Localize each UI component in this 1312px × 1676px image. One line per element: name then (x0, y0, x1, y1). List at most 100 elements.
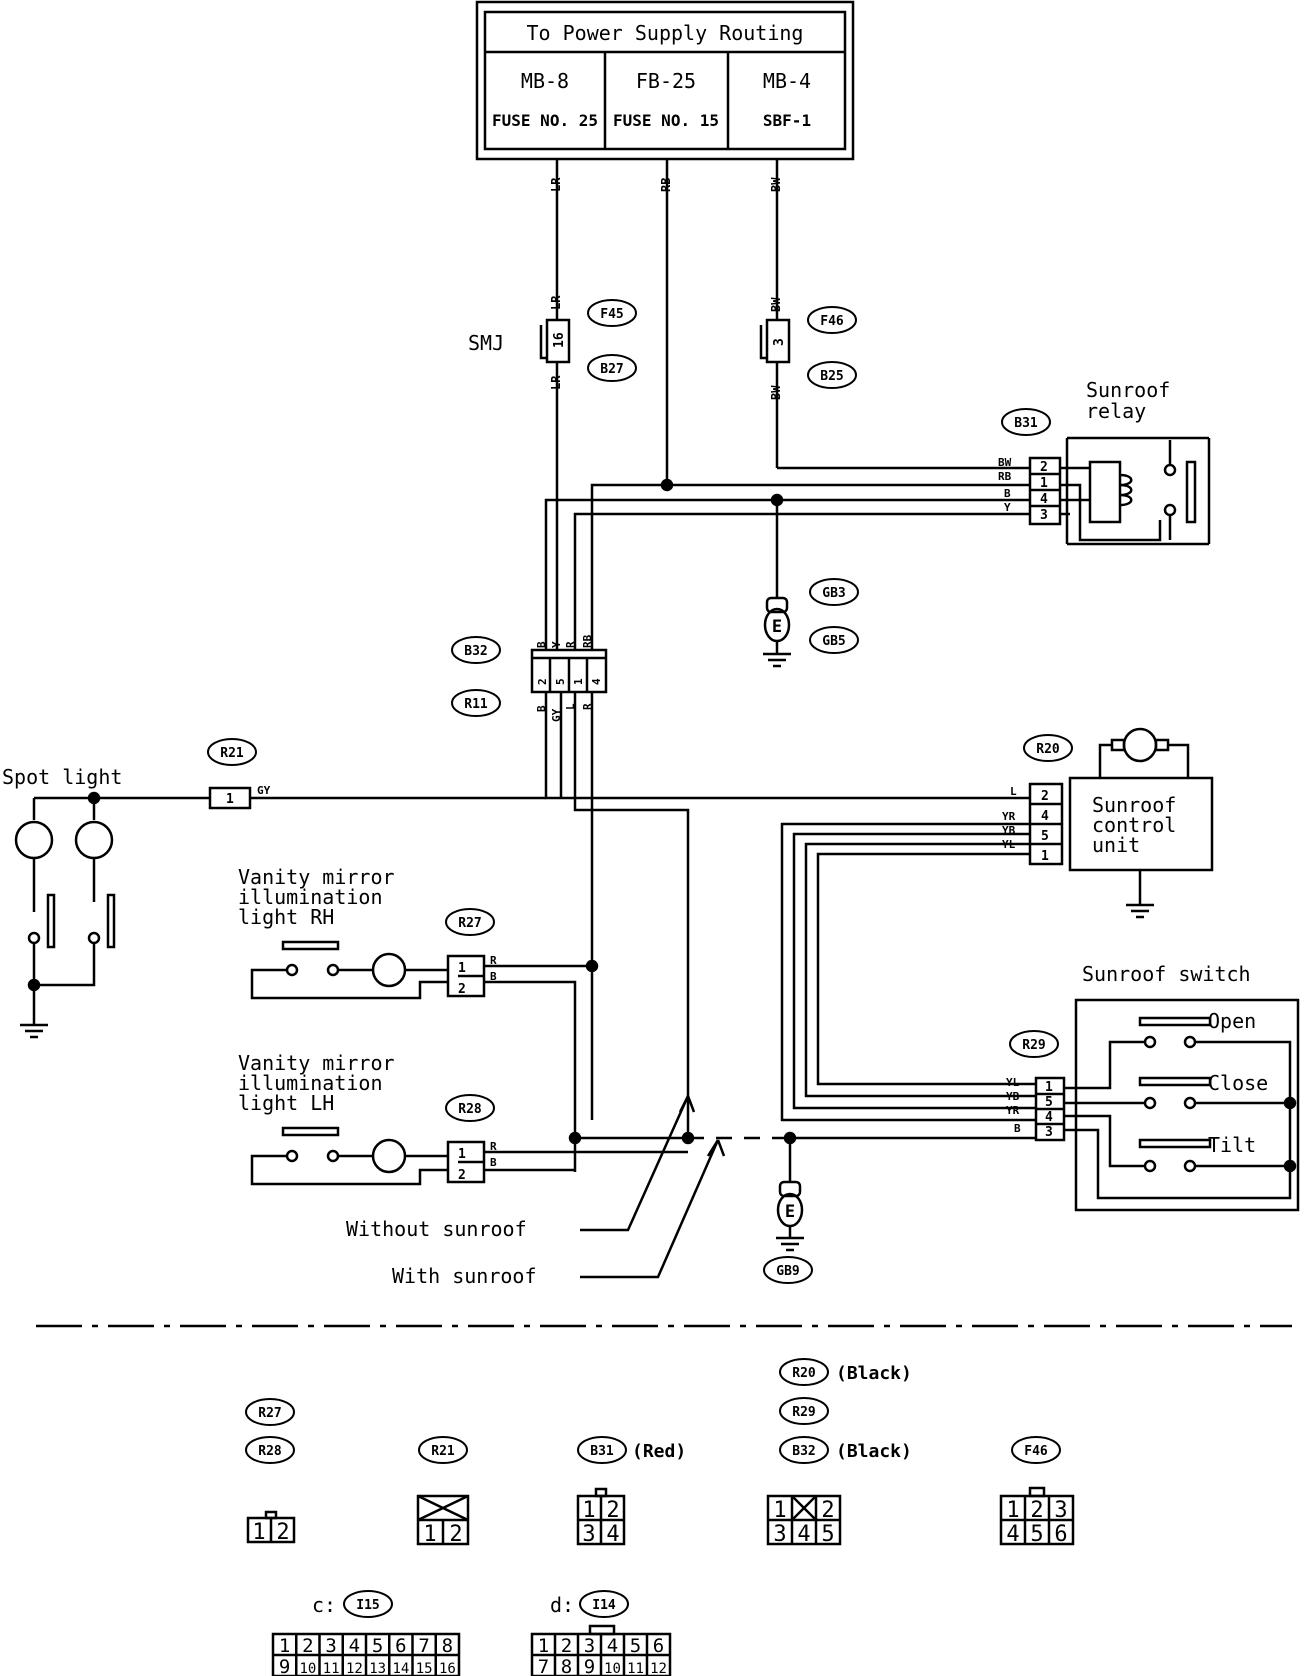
relay-pin-1: 1 (1040, 476, 1048, 491)
relay-label-2: relay (1086, 399, 1146, 423)
switch-label: Sunroof switch (1082, 962, 1251, 986)
grid-i14-pin-3: 3 (584, 1635, 595, 1657)
b32-pin-2: 2 (536, 678, 549, 685)
legend-f46: F46 (1024, 1444, 1048, 1459)
b32-pin-5: 5 (554, 678, 567, 685)
grid-r27-1: 1 (252, 1520, 265, 1545)
grid-b32-4: 4 (797, 1522, 810, 1547)
b32-wire-y-top: Y (550, 641, 563, 648)
r27-wire-r: R (490, 954, 497, 967)
r28-pin-1: 1 (458, 1147, 466, 1162)
vanity-rh-label-2: illumination (238, 885, 383, 909)
b32-pin-1: 1 (572, 678, 585, 685)
grid-i15-pin-7: 7 (418, 1635, 429, 1657)
conn-r11: R11 (464, 697, 488, 712)
legend-d-conn: I14 (592, 1598, 616, 1613)
ground-gb3-e: E (772, 617, 782, 637)
r28-wire-b: B (490, 1156, 497, 1169)
cu-pin-1: 1 (1041, 849, 1049, 864)
wire-label-bw-top: BW (769, 177, 783, 192)
conn-r28: R28 (458, 1102, 482, 1117)
legend-c-conn: I15 (356, 1598, 379, 1613)
grid-f46-6: 6 (1054, 1522, 1067, 1547)
grid-i15-pin-14: 14 (392, 1661, 409, 1676)
grid-i14-pin-11: 11 (627, 1661, 644, 1676)
sunroof-switch (1034, 998, 1300, 1212)
relay-wire-rb: RB (998, 470, 1012, 483)
grid-i15-pin-8: 8 (442, 1635, 453, 1657)
relay-pin-2: 2 (1040, 460, 1048, 475)
sw-wire-yb: YB (1006, 1090, 1020, 1103)
f46-pin: 3 (772, 338, 787, 346)
legend-r20-color: (Black) (836, 1363, 912, 1384)
grid-f46-1: 1 (1006, 1498, 1019, 1523)
sw-pin-5: 5 (1045, 1095, 1053, 1110)
conn-r29: R29 (1022, 1038, 1045, 1053)
grid-b32-3: 3 (773, 1522, 786, 1547)
f46-connector (765, 318, 791, 364)
supply-col-3-top: MB-4 (763, 69, 811, 93)
supply-col-3-bottom: SBF-1 (763, 111, 811, 130)
wire-label-lr-top: LR (549, 177, 563, 192)
legend-r29: R29 (792, 1405, 815, 1420)
cu-wire-yb: YB (1002, 824, 1016, 837)
relay-wire-bw: BW (998, 456, 1012, 469)
control-unit-label-3: unit (1092, 833, 1140, 857)
b32-wire-b-top: B (535, 641, 548, 648)
grid-b31-2: 2 (606, 1498, 619, 1523)
grid-i15-pin-3: 3 (325, 1635, 336, 1657)
supply-col-2-top: FB-25 (636, 69, 696, 93)
legend-b32-color: (Black) (836, 1441, 912, 1462)
supply-col-2-bottom: FUSE NO. 15 (613, 111, 719, 130)
grid-f46-3: 3 (1054, 1498, 1067, 1523)
cu-pin-5: 5 (1041, 829, 1049, 844)
grid-i14-pin-9: 9 (584, 1656, 595, 1676)
grid-b32-1: 1 (773, 1498, 786, 1523)
grid-i15-pin-11: 11 (323, 1661, 340, 1676)
sw-pin-4: 4 (1045, 1110, 1053, 1125)
grid-r21-1: 1 (423, 1522, 436, 1547)
grid-b31-3: 3 (582, 1522, 595, 1547)
relay-wire-b: B (1004, 487, 1011, 500)
cu-pin-4: 4 (1041, 809, 1049, 824)
conn-b31: B31 (1014, 416, 1038, 431)
callout-with-sunroof: With sunroof (392, 1264, 537, 1288)
wire-label-bw-f46-bottom: BW (769, 385, 783, 400)
grid-b31-1: 1 (582, 1498, 595, 1523)
relay-pin-3: 3 (1040, 508, 1048, 523)
conn-f46: F46 (820, 314, 844, 329)
b32-wire-gy-bottom: GY (550, 708, 563, 722)
b32-pin-4: 4 (590, 678, 603, 685)
ovals (207, 299, 1073, 1618)
vanity-light-rh (250, 940, 592, 1172)
switch-tilt: Tilt (1208, 1133, 1256, 1157)
grid-i15-pin-6: 6 (395, 1635, 406, 1657)
relay-wire-y: Y (1004, 501, 1011, 514)
vanity-lh-label-3: light LH (238, 1091, 334, 1115)
b32-wire-l-bottom: L (564, 703, 577, 710)
r27-pin-1: 1 (458, 961, 466, 976)
supply-col-1-top: MB-8 (521, 69, 569, 93)
r27-pin-2: 2 (458, 982, 466, 997)
smj-connector (545, 318, 571, 364)
callout-without-sunroof: Without sunroof (346, 1217, 527, 1241)
switch-close: Close (1208, 1071, 1268, 1095)
legend-c-label: c: (312, 1593, 336, 1617)
grid-i14-pin-7: 7 (538, 1656, 549, 1676)
legend-r21: R21 (431, 1444, 455, 1459)
grid-i14-pin-1: 1 (538, 1635, 549, 1657)
relay-pin-4: 4 (1040, 492, 1048, 507)
grid-i15-pin-13: 13 (369, 1661, 386, 1676)
control-unit-label-2: control (1092, 813, 1176, 837)
spot-light (14, 791, 210, 1039)
sw-pin-1: 1 (1045, 1080, 1053, 1095)
legend-d-label: d: (550, 1593, 574, 1617)
grid-i15-pin-16: 16 (439, 1661, 456, 1676)
cu-pin-2: 2 (1041, 789, 1049, 804)
grid-i14-pin-4: 4 (607, 1635, 618, 1657)
vanity-lh-label-2: illumination (238, 1071, 383, 1095)
b32-wire-rb-top: RB (581, 634, 594, 648)
